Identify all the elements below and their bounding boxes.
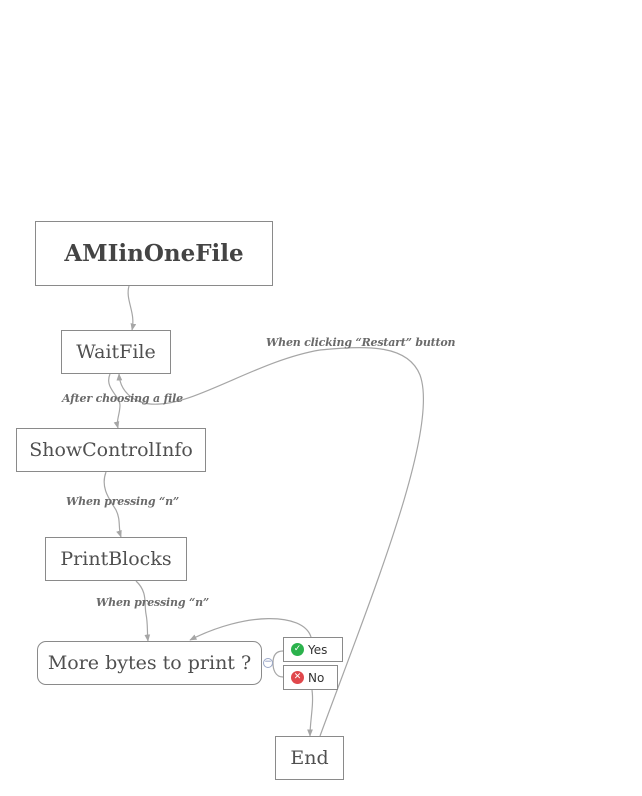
node-showcontrolinfo[interactable]: ShowControlInfo: [16, 428, 206, 472]
x-circle-icon: ✕: [291, 671, 304, 684]
node-root[interactable]: AMIinOneFile: [35, 221, 273, 286]
node-waitfile[interactable]: WaitFile: [61, 330, 171, 374]
edge-label-pressing-n-1: When pressing “n”: [66, 495, 179, 508]
choice-no-label: No: [308, 670, 325, 685]
node-end[interactable]: End: [275, 736, 344, 780]
node-waitfile-label: WaitFile: [76, 341, 156, 363]
edge-label-pressing-n-2: When pressing “n”: [96, 596, 209, 609]
node-showcontrolinfo-label: ShowControlInfo: [29, 439, 193, 461]
check-circle-icon: ✓: [291, 643, 304, 656]
edge-printblocks-to-morebytes: [135, 580, 151, 642]
choice-no[interactable]: ✕ No: [283, 665, 338, 690]
edge-no-to-end: [307, 689, 314, 737]
collapse-toggle-icon[interactable]: −: [263, 657, 273, 668]
edge-label-after-choosing-file: After choosing a file: [62, 392, 183, 405]
node-printblocks[interactable]: PrintBlocks: [45, 537, 187, 581]
edge-root-to-waitfile: [127, 285, 137, 331]
edge-end-to-waitfile-restart: [116, 346, 425, 737]
choice-yes[interactable]: ✓ Yes: [283, 637, 343, 662]
edge-yes-to-morebytes: [189, 618, 312, 641]
edge-label-restart: When clicking “Restart” button: [266, 336, 456, 349]
node-end-label: End: [290, 747, 329, 769]
node-more-bytes-label: More bytes to print ?: [47, 652, 252, 674]
node-printblocks-label: PrintBlocks: [60, 548, 172, 570]
choice-yes-label: Yes: [308, 642, 328, 657]
node-root-label: AMIinOneFile: [64, 240, 244, 267]
node-more-bytes-decision[interactable]: More bytes to print ?: [37, 641, 262, 685]
edge-waitfile-to-showcontrolinfo: [108, 373, 121, 429]
edge-showcontrolinfo-to-printblocks: [103, 471, 122, 538]
decision-branch-connector: [272, 650, 284, 678]
